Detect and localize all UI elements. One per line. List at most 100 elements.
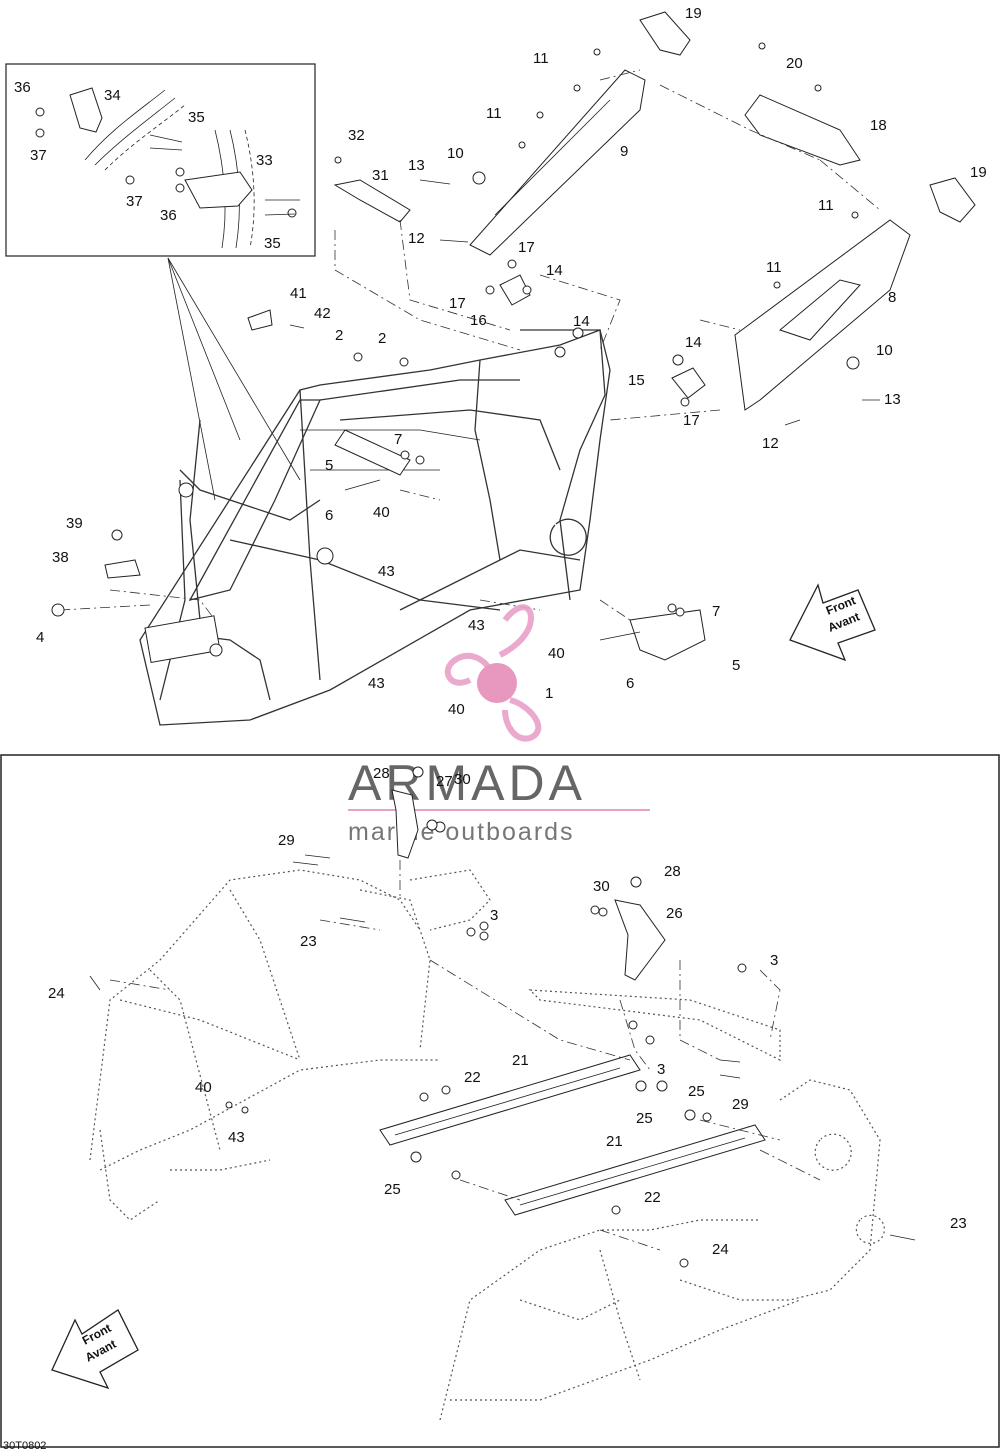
bracket-27 (391, 789, 419, 859)
callout-14b: 14 (573, 313, 590, 330)
callout-14: 14 (546, 262, 563, 279)
callout-29: 29 (278, 832, 295, 849)
callout-30b: 30 (593, 878, 610, 895)
callout-5b: 5 (732, 657, 740, 674)
plate-31 (333, 179, 411, 223)
callout-30: 30 (454, 771, 471, 788)
frame-rails-21 (379, 1054, 766, 1216)
callout-21: 21 (512, 1052, 529, 1069)
callout-20: 20 (786, 55, 803, 72)
crossmember-ghost (528, 989, 781, 1061)
diagram-code: 30T0802 (3, 1440, 46, 1452)
fasteners-bottom (89, 766, 916, 1268)
callout-18: 18 (870, 117, 887, 134)
detail-inset-box (5, 63, 316, 257)
bracket-16 (499, 274, 531, 306)
callout-4: 4 (36, 629, 44, 646)
callout-7b: 7 (712, 603, 720, 620)
callout-23b: 23 (950, 1215, 967, 1232)
callout-11d: 11 (766, 259, 782, 276)
fasteners-top (51, 42, 880, 641)
callout-8: 8 (888, 289, 896, 306)
callout-9: 9 (620, 143, 628, 160)
bracket-18 (744, 94, 861, 166)
callout-2: 2 (335, 327, 343, 344)
callout-24b: 24 (712, 1241, 729, 1258)
callout-33: 33 (256, 152, 273, 169)
callout-3c: 3 (657, 1061, 665, 1078)
callout-43c: 43 (368, 675, 385, 692)
callout-43b: 43 (468, 617, 485, 634)
callout-37b: 37 (126, 193, 143, 210)
frame-rail-9 (469, 69, 646, 256)
callout-39: 39 (66, 515, 83, 532)
callout-5: 5 (325, 457, 333, 474)
top-labels: 19 11 20 11 18 32 10 9 13 31 19 11 17 1 2… (36, 5, 987, 718)
inset-labels: 36 34 35 37 33 37 36 35 (14, 79, 281, 252)
callout-1: 1 (545, 685, 553, 702)
armada-wordmark: ARMADA marine outboards (348, 755, 650, 846)
bottom-labels: 28 27 30 29 28 30 3 26 23 3 24 3 21 22 4… (48, 765, 967, 1258)
callout-31: 31 (372, 167, 389, 184)
callout-22b: 22 (644, 1189, 661, 1206)
callout-21b: 21 (606, 1133, 623, 1150)
callout-25: 25 (688, 1083, 705, 1100)
callout-2b: 2 (378, 330, 386, 347)
callout-3b: 3 (770, 952, 778, 969)
callout-10: 10 (447, 145, 464, 162)
callout-15: 15 (628, 372, 645, 389)
bracket-34 (69, 87, 103, 133)
bracket-41 (247, 309, 273, 331)
svg-text:ARMADA: ARMADA (348, 755, 586, 811)
callout-40: 40 (373, 504, 390, 521)
detail-inset (35, 87, 300, 249)
footrest-5 (334, 429, 706, 661)
callout-16: 16 (470, 312, 487, 329)
callout-27: 27 (436, 773, 453, 790)
callout-6: 6 (325, 507, 333, 524)
frame-rail-8 (734, 219, 911, 411)
front-direction-arrow-bottom: Front Avant (51, 1309, 139, 1390)
callout-11b: 11 (486, 105, 502, 122)
main-frame-top (139, 329, 611, 726)
callout-43: 43 (378, 563, 395, 580)
callout-23: 23 (300, 933, 317, 950)
callout-40-bottom: 40 (195, 1079, 212, 1096)
callout-37: 37 (30, 147, 47, 164)
front-direction-arrow-top: Front Avant (789, 583, 876, 662)
bracket-26 (614, 899, 666, 981)
callout-17c: 17 (683, 412, 700, 429)
bracket-15 (671, 367, 706, 399)
callout-6b: 6 (626, 675, 634, 692)
callout-11: 11 (533, 50, 549, 67)
callout-13: 13 (408, 157, 425, 174)
callout-25b: 25 (636, 1110, 653, 1127)
callout-36: 36 (14, 79, 31, 96)
bracket-38 (104, 559, 141, 579)
callout-26: 26 (666, 905, 683, 922)
bracket-33 (184, 171, 253, 209)
callout-32: 32 (348, 127, 365, 144)
callout-19: 19 (685, 5, 702, 22)
frame-ghost-right (439, 1079, 885, 1421)
callout-34: 34 (104, 87, 121, 104)
callout-36b: 36 (160, 207, 177, 224)
callout-17: 17 (518, 239, 535, 256)
callout-22: 22 (464, 1069, 481, 1086)
frame-ghost-left (89, 869, 491, 1221)
callout-42: 42 (314, 305, 331, 322)
callout-35b: 35 (264, 235, 281, 252)
lower-panel-border (0, 754, 1000, 1448)
callout-35: 35 (188, 109, 205, 126)
armada-logo (444, 604, 542, 742)
callout-40b: 40 (548, 645, 565, 662)
callout-19b: 19 (970, 164, 987, 181)
callout-40c: 40 (448, 701, 465, 718)
callout-43-bottom: 43 (228, 1129, 245, 1146)
bracket-19 (639, 11, 976, 223)
callout-17b: 17 (449, 295, 466, 312)
callout-28: 28 (373, 765, 390, 782)
callout-24: 24 (48, 985, 65, 1002)
callout-13b: 13 (884, 391, 901, 408)
